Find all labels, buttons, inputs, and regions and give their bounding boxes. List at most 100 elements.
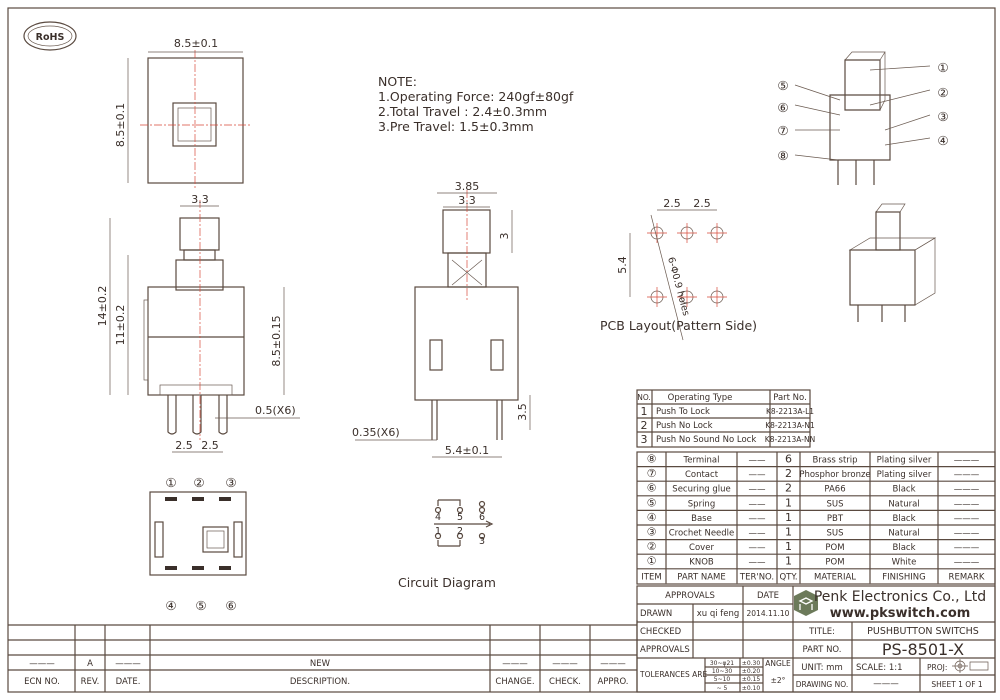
callout-8: ⑧ [777,148,788,163]
cell-part-name: Contact [685,470,719,480]
part-no-value: PS-8501-X [882,640,964,659]
cell-qty: 1 [785,526,792,539]
tolerance-range: 10~30 [712,668,732,675]
cell-finishing: Natural [888,529,919,539]
pin-label: ⑥ [225,598,236,613]
cell-material: POM [825,543,844,553]
dim-pin-pitch: 2.5 [201,439,219,452]
cell-finishing: Black [893,485,916,495]
table-row: ——— A ——— NEW ——— ——— ——— [29,659,626,669]
cell-item: ④ [647,511,657,524]
cell-qty: 2 [785,467,792,480]
title-value: PUSHBUTTON SWITCHS [867,626,979,637]
header-check: CHECK. [549,677,581,687]
approvals-header: APPROVALS [665,591,715,601]
cell-qty: 1 [785,540,792,553]
circuit-diagram-label: Circuit Diagram [398,575,496,590]
cell-remark: ——— [954,543,980,553]
callout-3: ③ [937,109,948,124]
cell: 3 [641,433,648,446]
revision-table: ——— A ——— NEW ——— ——— ——— ECN NO. REV. D… [8,620,638,692]
cell-item: ① [647,555,657,568]
drawn-date: 2014.11.10 [747,609,790,618]
cell-qty: 2 [785,482,792,495]
dim-pcb-pitch: 2.5 [663,197,681,210]
header-ecn-no: ECN NO. [24,677,60,687]
cell-material: PBT [827,514,844,524]
header-material: MATERIAL [814,572,856,582]
approvals-label: APPROVALS [640,645,690,655]
cell-material: PA66 [824,485,845,495]
circuit-diagram: 4 5 6 1 2 3 Circuit Diagram [398,499,496,590]
dim-body-height: 8.5±0.15 [270,315,283,366]
header-qty: QTY. [779,572,797,582]
title-label: TITLE: [808,627,835,637]
cell-material: SUS [826,529,843,539]
header-rev: REV. [81,677,100,687]
circuit-pin: 6 [479,512,485,523]
cell-finishing: White [892,558,917,568]
dim-side-pin-thickness: 0.35(X6) [352,426,400,439]
note-line: 2.Total Travel : 2.4±0.3mm [378,104,547,119]
drawing-no-value: ——— [873,679,899,689]
checked-label: CHECKED [640,627,682,637]
notes-title: NOTE: [378,74,417,89]
cell-remark: ——— [954,529,980,539]
cell-remark: ——— [954,514,980,524]
company-logo-icon [794,590,818,616]
cell-ter-no: —— [749,543,767,553]
assembled-3d-view [848,203,937,322]
note-line: 1.Operating Force: 240gf±80gf [378,89,574,104]
cell-finishing: Natural [888,499,919,509]
rohs-text: RoHS [36,32,65,43]
pin-label: ⑤ [195,598,206,613]
date-header: DATE [757,591,779,601]
cell-material: POM [825,558,844,568]
cell-part-name: Securing glue [672,485,730,495]
cell-qty: 1 [785,555,792,568]
circuit-pin: 5 [457,512,463,523]
dim-pin-width: 0.5(X6) [255,404,296,417]
cell-ter-no: —— [749,558,767,568]
cell: ——— [29,659,55,669]
cell: ——— [552,659,578,669]
dim-side-pin-spacing: 5.4±0.1 [445,444,489,457]
tolerance-range: 30~φ21 [710,660,734,667]
top-view: 8.5±0.1 8.5±0.1 [114,37,250,190]
scale: SCALE: 1:1 [856,663,903,673]
pin-label: ④ [165,598,176,613]
projection-label: PROJ: [927,663,947,672]
cell-finishing: Black [893,514,916,524]
header-finishing: FINISHING [882,572,926,582]
cell: ——— [502,659,528,669]
tolerance-value: ±0.20 [742,668,761,675]
angle-label: ANGLE [765,659,791,668]
unit: UNIT: mm [801,663,842,673]
table-row: 1 Push To Lock K8-2213A-L1 [641,405,815,418]
notes: NOTE: 1.Operating Force: 240gf±80gf 2.To… [378,74,574,134]
header-part-name: PART NAME [677,572,725,582]
dim-knob-width: 3.3 [191,193,209,206]
callout-4: ④ [937,133,948,148]
cell: K8-2213A-L1 [766,407,814,416]
pcb-layout: 2.5 2.5 5.4 6-Φ0.9 holes PCB Layout(Patt… [600,197,757,341]
side-view: 3.85 3.3 3 3.5 0.35(X6) 5.4±0.1 [352,180,531,458]
table-row: 2 Push No Lock K8-2213A-N1 [641,419,815,432]
cell-ter-no: —— [749,456,767,466]
drawing-no-label: DRAWING NO. [796,680,848,689]
cell: Push No Sound No Lock [656,435,756,445]
header-remark: REMARK [949,572,985,582]
part-no-label: PART NO. [803,645,842,655]
cell: 2 [641,419,648,432]
cell-finishing: Plating silver [877,456,932,466]
drawn-label: DRAWN [640,609,672,619]
cell-qty: 1 [785,496,792,509]
cell-ter-no: —— [749,514,767,524]
cell: K8-2213A-N1 [765,421,815,430]
dim-pcb-row-spacing: 5.4 [616,256,629,274]
